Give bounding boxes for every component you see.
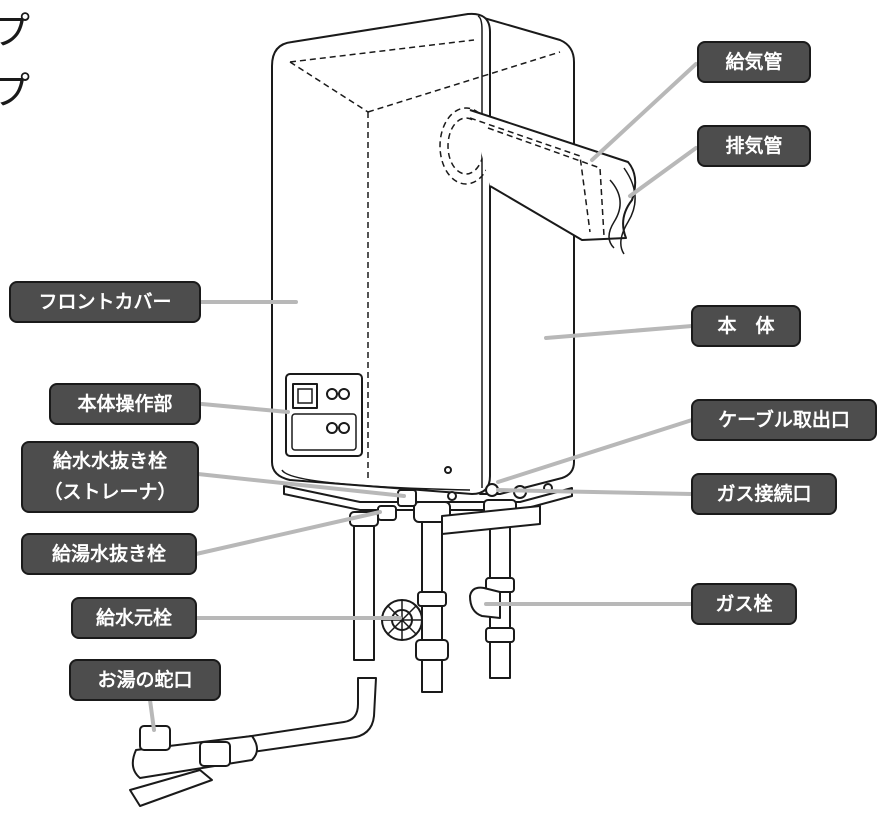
svg-text:（ストレーナ）: （ストレーナ） [43,480,176,503]
label-hot-water-drain-plug: 給湯水抜き栓 [21,533,197,575]
svg-text:お湯の蛇口: お湯の蛇口 [97,668,192,691]
svg-text:ケーブル取出口: ケーブル取出口 [718,408,850,431]
faucet-shape [129,725,258,807]
control-panel-shape [285,373,363,457]
leader-lines [148,62,698,732]
svg-text:排気管: 排気管 [725,134,782,157]
pipes [349,499,541,693]
svg-text:給気管: 給気管 [725,50,782,73]
duct-pipes [469,109,637,241]
svg-text:ガス接続口: ガス接続口 [716,482,811,505]
water-heater-unit [129,12,637,807]
svg-text:給湯水抜き栓: 給湯水抜き栓 [52,542,166,565]
svg-text:給水水抜き栓: 給水水抜き栓 [53,449,167,472]
label-gas-valve: ガス栓 [691,583,797,625]
header-glyph-1: プ [0,9,30,53]
label-water-main-valve: 給水元栓 [71,597,197,639]
svg-text:本体操作部: 本体操作部 [77,392,172,415]
label-hot-water-faucet: お湯の蛇口 [69,659,221,701]
label-main-body: 本 体 [691,305,801,347]
label-gas-connection: ガス接続口 [691,473,837,515]
svg-text:本 体: 本 体 [717,314,775,337]
label-water-drain-plug: 給水水抜き栓 （ストレーナ） [21,441,199,513]
label-front-cover: フロントカバー [9,281,201,323]
label-cable-outlet: ケーブル取出口 [691,399,877,441]
water-drain-plug-shape [397,489,417,507]
svg-text:ガス栓: ガス栓 [715,592,772,615]
svg-text:給水元栓: 給水元栓 [96,606,172,629]
svg-text:フロントカバー: フロントカバー [38,291,171,313]
label-control-panel: 本体操作部 [49,383,201,425]
label-supply-air-pipe: 給気管 [697,41,811,83]
header-glyph-2: プ [0,69,30,113]
label-exhaust-pipe: 排気管 [697,125,811,167]
